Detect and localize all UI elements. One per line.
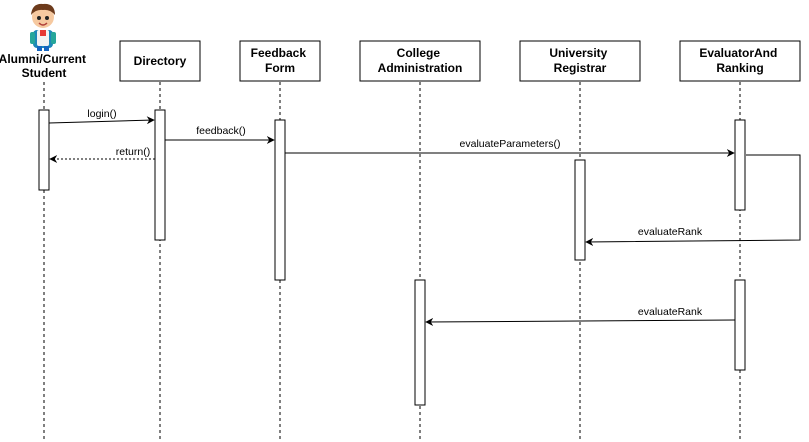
participant-university-registrar: University Registrar [519,40,641,82]
message-login: login() [48,108,155,125]
participant-college-administration: College Administration [359,40,481,82]
lifelines [43,82,741,440]
activation-evaluator-2 [734,279,746,371]
activation-college [414,279,426,406]
activation-evaluator-1 [734,119,746,211]
actor-label: Alumni/Current Student [0,52,89,80]
message-evaluate-rank-registrar: evaluateRank [585,154,801,246]
participant-feedback-form: Feedback Form [239,40,321,82]
svg-text:Directory: Directory [134,54,187,68]
message-feedback: feedback() [165,125,275,144]
svg-text:evaluateParameters(): evaluateParameters() [460,138,561,150]
activation-feedback [274,119,286,281]
svg-text:evaluateRank: evaluateRank [638,306,703,318]
participant-directory: Directory [119,40,201,82]
participant-evaluator-and-ranking: EvaluatorAnd Ranking [679,40,801,82]
activation-bars [38,109,746,406]
activation-actor [38,109,50,191]
svg-text:return(): return() [116,146,150,158]
message-evaluate-parameters: evaluateParameters() [285,138,735,157]
svg-text:login(): login() [87,108,116,120]
svg-text:College Administration: College Administration [378,46,463,75]
activation-registrar [574,159,586,261]
message-evaluate-rank-college: evaluateRank [425,306,736,326]
svg-text:EvaluatorAnd Ranking: EvaluatorAnd Ranking [699,46,780,75]
message-return: return() [49,146,155,163]
svg-text:feedback(): feedback() [196,125,246,137]
svg-text:evaluateRank: evaluateRank [638,226,703,238]
student-actor-icon [30,3,56,51]
svg-text:University Registrar: University Registrar [549,46,610,75]
svg-text:Feedback Form: Feedback Form [251,46,310,75]
activation-directory [154,109,166,241]
